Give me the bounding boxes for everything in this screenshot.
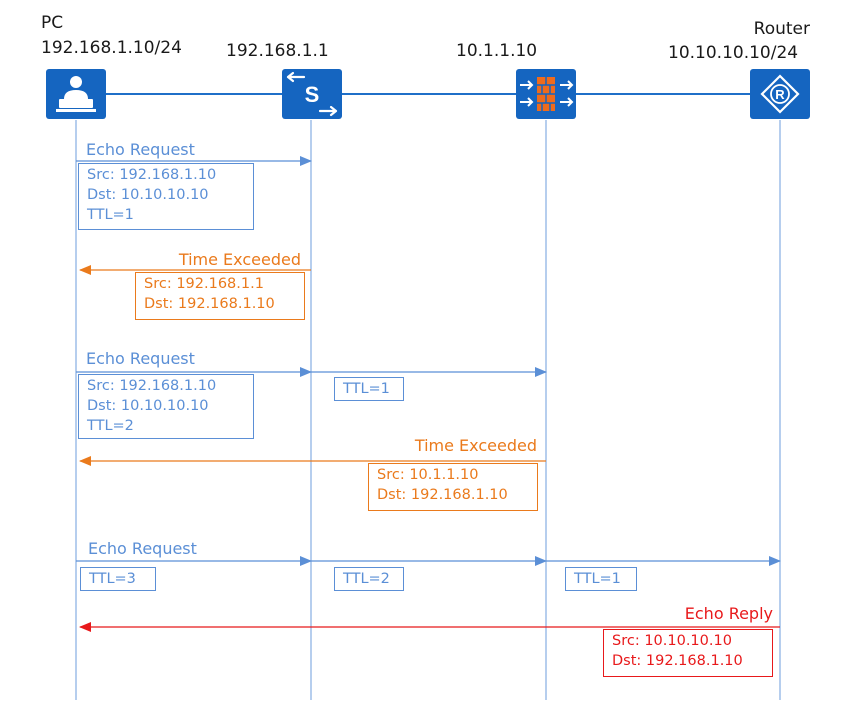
te1-src: Src: 192.168.1.1	[144, 276, 264, 292]
te2-packet-box: Src: 10.1.1.10 Dst: 192.168.1.10	[368, 463, 538, 511]
req3-ttl-box-2: TTL=2	[334, 567, 404, 591]
reply-label: Echo Reply	[684, 604, 773, 623]
reply-src: Src: 10.10.10.10	[612, 633, 732, 649]
req1-src: Src: 192.168.1.10	[87, 167, 217, 183]
req2-dst: Dst: 10.10.10.10	[87, 398, 209, 414]
firewall-icon	[516, 69, 576, 119]
req3-ttl-2: TTL=2	[343, 571, 390, 587]
req2-hop-ttl-box: TTL=1	[334, 377, 404, 401]
te2-label: Time Exceeded	[414, 436, 537, 455]
router-address: 10.10.10.10/24	[668, 43, 799, 63]
req1-label: Echo Request	[86, 140, 195, 159]
te1-packet-box: Src: 192.168.1.1 Dst: 192.168.1.10	[135, 272, 305, 320]
reply-dst: Dst: 192.168.1.10	[612, 653, 743, 669]
req3-ttl-1: TTL=3	[89, 571, 136, 587]
req1-dst: Dst: 10.10.10.10	[87, 187, 209, 203]
req1-ttl: TTL=1	[87, 207, 134, 223]
te1-dst: Dst: 192.168.1.10	[144, 296, 275, 312]
req1-packet-box: Src: 192.168.1.10 Dst: 10.10.10.10 TTL=1	[78, 163, 254, 230]
req2-src: Src: 192.168.1.10	[87, 378, 217, 394]
req2-ttl: TTL=2	[87, 418, 134, 434]
switch-icon: S	[282, 69, 342, 119]
router-icon: R	[750, 69, 810, 119]
req3-ttl-box-1: TTL=3	[80, 567, 156, 591]
te2-dst: Dst: 192.168.1.10	[377, 487, 508, 503]
req2-hop-ttl: TTL=1	[343, 381, 390, 397]
te2-src: Src: 10.1.1.10	[377, 467, 479, 483]
pc-user-icon	[46, 69, 106, 119]
switch-address: 192.168.1.1	[226, 41, 329, 61]
firewall-address: 10.1.1.10	[456, 41, 538, 61]
req3-ttl-box-3: TTL=1	[565, 567, 637, 591]
req2-label: Echo Request	[86, 349, 195, 368]
req3-ttl-3: TTL=1	[574, 571, 621, 587]
pc-address: 192.168.1.10/24	[41, 38, 182, 58]
pc-name: PC	[41, 13, 64, 33]
reply-packet-box: Src: 10.10.10.10 Dst: 192.168.1.10	[603, 629, 773, 677]
req3-label: Echo Request	[88, 539, 197, 558]
req2-packet-box: Src: 192.168.1.10 Dst: 10.10.10.10 TTL=2	[78, 374, 254, 439]
svg-text:S: S	[305, 82, 320, 107]
svg-text:R: R	[775, 87, 785, 102]
router-name: Router	[753, 19, 810, 39]
te1-label: Time Exceeded	[178, 250, 301, 269]
